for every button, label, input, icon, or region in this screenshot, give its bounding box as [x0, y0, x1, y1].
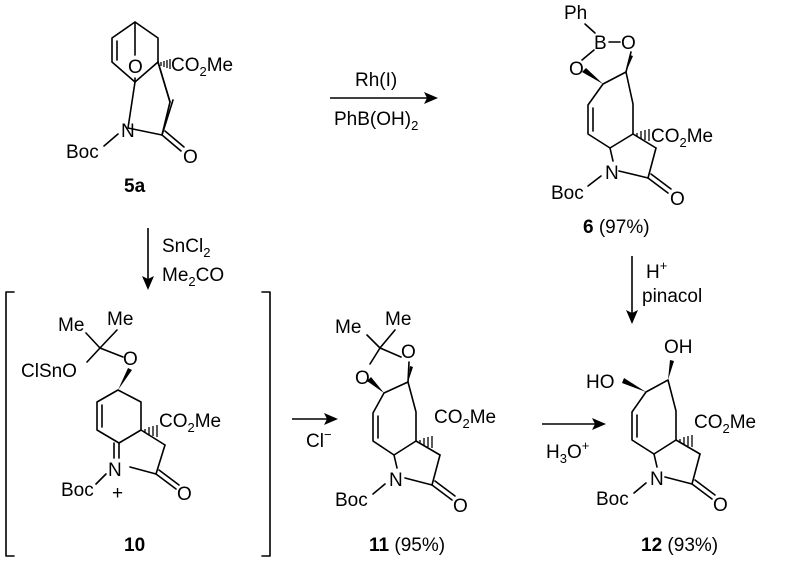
c12-hydroxyl-left: HO [586, 372, 615, 393]
c11-nitrogen: N [389, 470, 403, 491]
c6-phenyl: Ph [564, 3, 587, 24]
c10-methyl-2: Me [107, 309, 133, 330]
reagent-acid: H+ [646, 258, 667, 283]
c5a-carbonyl-oxygen: O [183, 147, 198, 168]
c11-methyl-2: Me [385, 309, 411, 330]
arrow-6-to-12: H+ pinacol [626, 256, 702, 324]
c5a-hashed-bond [160, 59, 171, 69]
c6-label: 6 (97%) [583, 217, 650, 238]
c6-boron: B [594, 33, 607, 54]
reagent-phboh2: PhB(OH)2 [334, 109, 418, 133]
c5a-nitrogen: N [121, 121, 135, 142]
c11-wedge-2 [408, 366, 413, 382]
c10-oxygen: O [123, 349, 138, 370]
c6-wedge-2 [626, 55, 633, 72]
c10-nitrogen: N [108, 460, 122, 481]
c11-wedge-1 [367, 377, 384, 393]
c5a-number: 5a [124, 176, 146, 197]
c5a-boc: Boc [66, 142, 99, 163]
c10-plus-charge: + [112, 483, 123, 504]
bracket-left [5, 291, 15, 557]
arrow-5a-to-6: Rh(I) PhB(OH)2 [330, 70, 438, 133]
c10-boc: Boc [61, 480, 94, 501]
compound-6: Ph B O O O N Boc CO2Me 6 (97%) [551, 3, 713, 238]
compound-11: Me Me O O O N Boc CO2Me 11 (95%) [335, 309, 496, 556]
c12-carbonyl-oxygen: O [713, 495, 728, 516]
c10-number: 10 [124, 535, 145, 556]
reagent-sncl2: SnCl2 [162, 236, 210, 260]
c11-methyl-1: Me [335, 317, 361, 338]
c11-oxygen-1: O [401, 342, 416, 363]
c10-ester: CO2Me [159, 411, 221, 435]
c12-wedge-1 [668, 360, 674, 380]
reagent-acetone: Me2CO [162, 265, 224, 289]
c12-ester: CO2Me [694, 412, 756, 436]
c11-ester: CO2Me [434, 407, 496, 431]
c10-wedge [118, 368, 132, 390]
c6-hashed-bond [636, 129, 650, 141]
arrow-11-to-12: H3O+ [542, 418, 606, 466]
c6-wedge-1 [582, 68, 603, 84]
c10-hashed-bond [144, 425, 158, 437]
c12-boc: Boc [596, 489, 629, 510]
c11-boc: Boc [335, 490, 368, 511]
bracket-right [261, 291, 271, 557]
c10-carbonyl-oxygen: O [177, 484, 192, 505]
reagent-hydronium: H3O+ [546, 438, 589, 466]
reagent-chloride: Cl− [306, 427, 332, 452]
c12-wedge-2 [622, 378, 646, 392]
c12-label: 12 (93%) [641, 535, 718, 556]
compound-10: Me Me ClSnO O O N + Boc CO2Me 10 [21, 309, 221, 556]
c6-nitrogen: N [605, 163, 619, 184]
arrow-10-to-11: Cl− [292, 413, 338, 452]
c6-carbonyl-oxygen: O [670, 189, 685, 210]
c10-clsno: ClSnO [21, 361, 77, 382]
c12-hydroxyl-top: OH [664, 337, 693, 358]
c5a-ester: CO2Me [171, 55, 233, 79]
c6-oxygen-1: O [621, 33, 636, 54]
c5a-bridge-oxygen: O [128, 57, 143, 78]
c6-boc: Boc [551, 183, 584, 204]
c6-oxygen-2: O [569, 59, 584, 80]
c11-oxygen-2: O [355, 368, 370, 389]
c11-hashed-bond [419, 436, 433, 448]
reagent-pinacol: pinacol [642, 286, 702, 307]
reagent-rh: Rh(I) [355, 70, 397, 91]
c12-hashed-bond [679, 435, 693, 447]
c11-label: 11 (95%) [369, 535, 445, 556]
c10-methyl-1: Me [58, 315, 84, 336]
c11-carbonyl-oxygen: O [453, 496, 468, 517]
compound-5a: O O N Boc CO2Me 5a [66, 21, 233, 197]
c6-ester: CO2Me [651, 126, 713, 150]
compound-12: OH HO O N Boc CO2Me 12 (93%) [586, 337, 756, 556]
c12-nitrogen: N [650, 469, 664, 490]
arrow-5a-to-10: SnCl2 Me2CO [142, 228, 224, 290]
